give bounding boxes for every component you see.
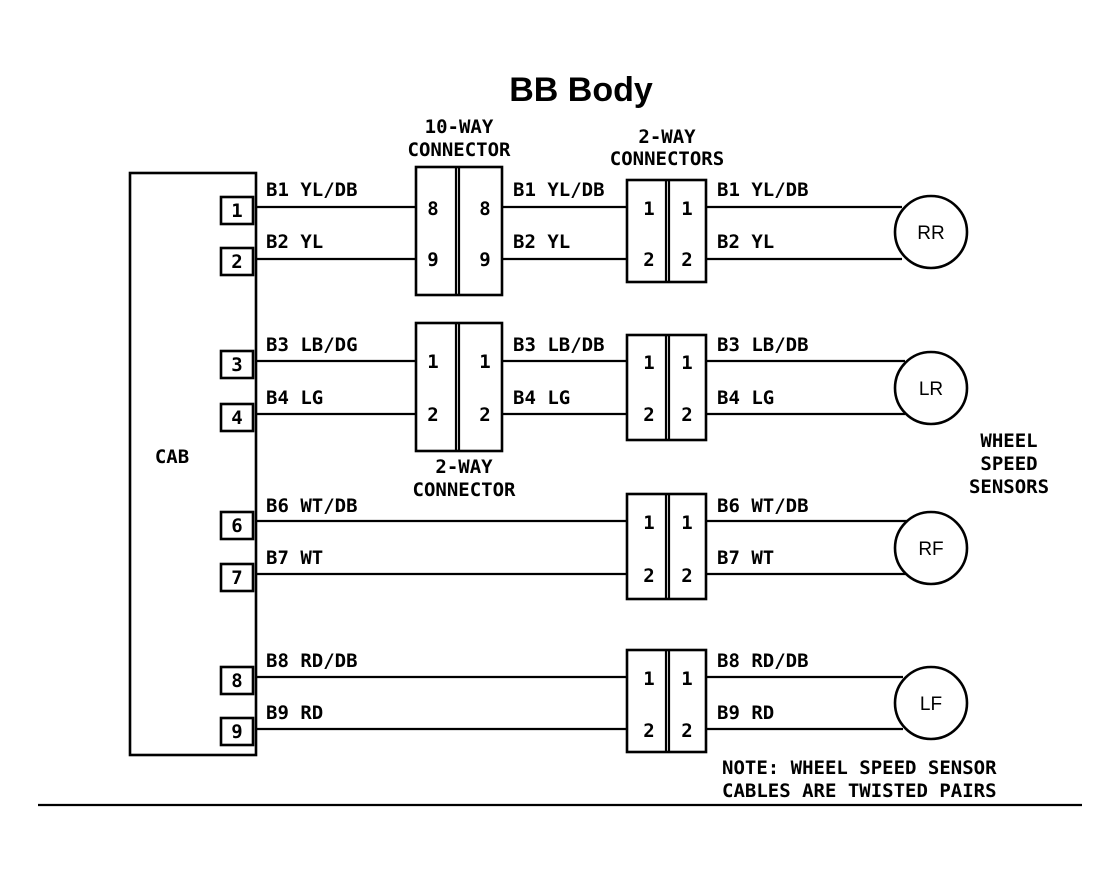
- note-line-2: CABLES ARE TWISTED PAIRS: [722, 780, 997, 802]
- two-way-connector-mid-label-2: CONNECTOR: [413, 479, 517, 501]
- wire-label-b1: B1 YL/DB: [266, 179, 358, 201]
- svg-text:2: 2: [427, 404, 438, 426]
- svg-text:7: 7: [231, 567, 242, 589]
- svg-text:LF: LF: [920, 694, 942, 715]
- cab-pin-1: 1: [219, 195, 255, 226]
- svg-text:1: 1: [231, 200, 242, 222]
- svg-text:LR: LR: [919, 379, 943, 400]
- cab-pin-7: 7: [219, 562, 255, 593]
- svg-text:4: 4: [231, 407, 242, 429]
- ten-way-connector-label-2: CONNECTOR: [408, 139, 512, 161]
- cab-pin-3: 3: [219, 349, 255, 380]
- sensors-group-label-3: SENSORS: [969, 476, 1049, 498]
- svg-text:2: 2: [681, 720, 692, 742]
- svg-text:2: 2: [681, 249, 692, 271]
- wires: [256, 205, 907, 731]
- svg-text:9: 9: [427, 249, 438, 271]
- cab-pin-9: 9: [219, 716, 255, 747]
- wire-label-b2-mid: B2 YL: [513, 231, 570, 253]
- svg-text:8: 8: [231, 670, 242, 692]
- svg-text:1: 1: [643, 198, 654, 220]
- sensors-group-label-1: WHEEL: [980, 430, 1037, 452]
- svg-text:2: 2: [681, 404, 692, 426]
- two-way-connectors-label-1: 2-WAY: [638, 126, 696, 148]
- wire-label-b3: B3 LB/DG: [266, 334, 358, 356]
- wire-label-b7-right: B7 WT: [717, 547, 774, 569]
- svg-text:2: 2: [681, 565, 692, 587]
- cab-pin-2: 2: [219, 246, 255, 277]
- svg-text:1: 1: [681, 512, 692, 534]
- svg-text:1: 1: [643, 352, 654, 374]
- svg-text:RR: RR: [917, 223, 944, 244]
- svg-text:9: 9: [231, 721, 242, 743]
- svg-text:2: 2: [643, 404, 654, 426]
- cab-module-label: CAB: [155, 446, 189, 468]
- svg-text:2: 2: [643, 565, 654, 587]
- wire-label-b6-left: B6 WT/DB: [266, 495, 358, 517]
- two-way-connector-rr: 1 1 2 2: [625, 178, 708, 284]
- wire-label-b2-right: B2 YL: [717, 231, 774, 253]
- sensor-rf: RF: [893, 510, 969, 586]
- note-line-1: NOTE: WHEEL SPEED SENSOR: [722, 757, 997, 779]
- two-way-connector-lf: 1 1 2 2: [625, 648, 708, 754]
- cab-pin-8: 8: [219, 665, 255, 696]
- svg-text:2: 2: [231, 251, 242, 273]
- svg-text:RF: RF: [918, 539, 943, 560]
- sensor-lf: LF: [893, 665, 969, 741]
- wire-label-b3-mid: B3 LB/DB: [513, 334, 605, 356]
- svg-text:2: 2: [643, 249, 654, 271]
- ten-way-connector-label-1: 10-WAY: [425, 116, 494, 138]
- wire-label-b3-right: B3 LB/DB: [717, 334, 809, 356]
- svg-text:2: 2: [643, 720, 654, 742]
- wire-label-b4-right: B4 LG: [717, 387, 774, 409]
- svg-text:8: 8: [427, 198, 438, 220]
- cab-pin-6: 6: [219, 510, 255, 541]
- wire-label-b9-left: B9 RD: [266, 702, 323, 724]
- wire-label-b4-mid: B4 LG: [513, 387, 570, 409]
- two-way-connector-mid: 1 1 2 2: [414, 321, 504, 453]
- two-way-connector-rf: 1 1 2 2: [625, 492, 708, 601]
- svg-text:1: 1: [681, 352, 692, 374]
- svg-text:1: 1: [427, 351, 438, 373]
- svg-text:3: 3: [231, 354, 242, 376]
- cab-pin-4: 4: [219, 402, 255, 433]
- ten-way-connector: 8 8 9 9: [414, 165, 504, 297]
- two-way-connector-mid-label-1: 2-WAY: [435, 456, 493, 478]
- wire-label-b4: B4 LG: [266, 387, 323, 409]
- wire-label-b7-left: B7 WT: [266, 547, 323, 569]
- wire-label-b8-right: B8 RD/DB: [717, 650, 809, 672]
- svg-text:1: 1: [479, 351, 490, 373]
- wire-label-b1-mid: B1 YL/DB: [513, 179, 605, 201]
- svg-text:1: 1: [643, 512, 654, 534]
- wire-label-b8-left: B8 RD/DB: [266, 650, 358, 672]
- sensor-lr: LR: [893, 350, 969, 426]
- wire-label-b1-right: B1 YL/DB: [717, 179, 809, 201]
- svg-text:1: 1: [643, 668, 654, 690]
- wire-label-b9-right: B9 RD: [717, 702, 774, 724]
- svg-text:1: 1: [681, 668, 692, 690]
- diagram-title: BB Body: [509, 71, 653, 109]
- svg-text:9: 9: [479, 249, 490, 271]
- wire-label-b6-right: B6 WT/DB: [717, 495, 809, 517]
- svg-text:8: 8: [479, 198, 490, 220]
- two-way-connector-lr: 1 1 2 2: [625, 333, 708, 442]
- sensor-rr: RR: [893, 194, 969, 270]
- svg-text:6: 6: [231, 515, 242, 537]
- wire-label-b2: B2 YL: [266, 231, 323, 253]
- sensors-group-label-2: SPEED: [980, 453, 1037, 475]
- svg-text:1: 1: [681, 198, 692, 220]
- two-way-connectors-label-2: CONNECTORS: [610, 148, 724, 170]
- svg-text:2: 2: [479, 404, 490, 426]
